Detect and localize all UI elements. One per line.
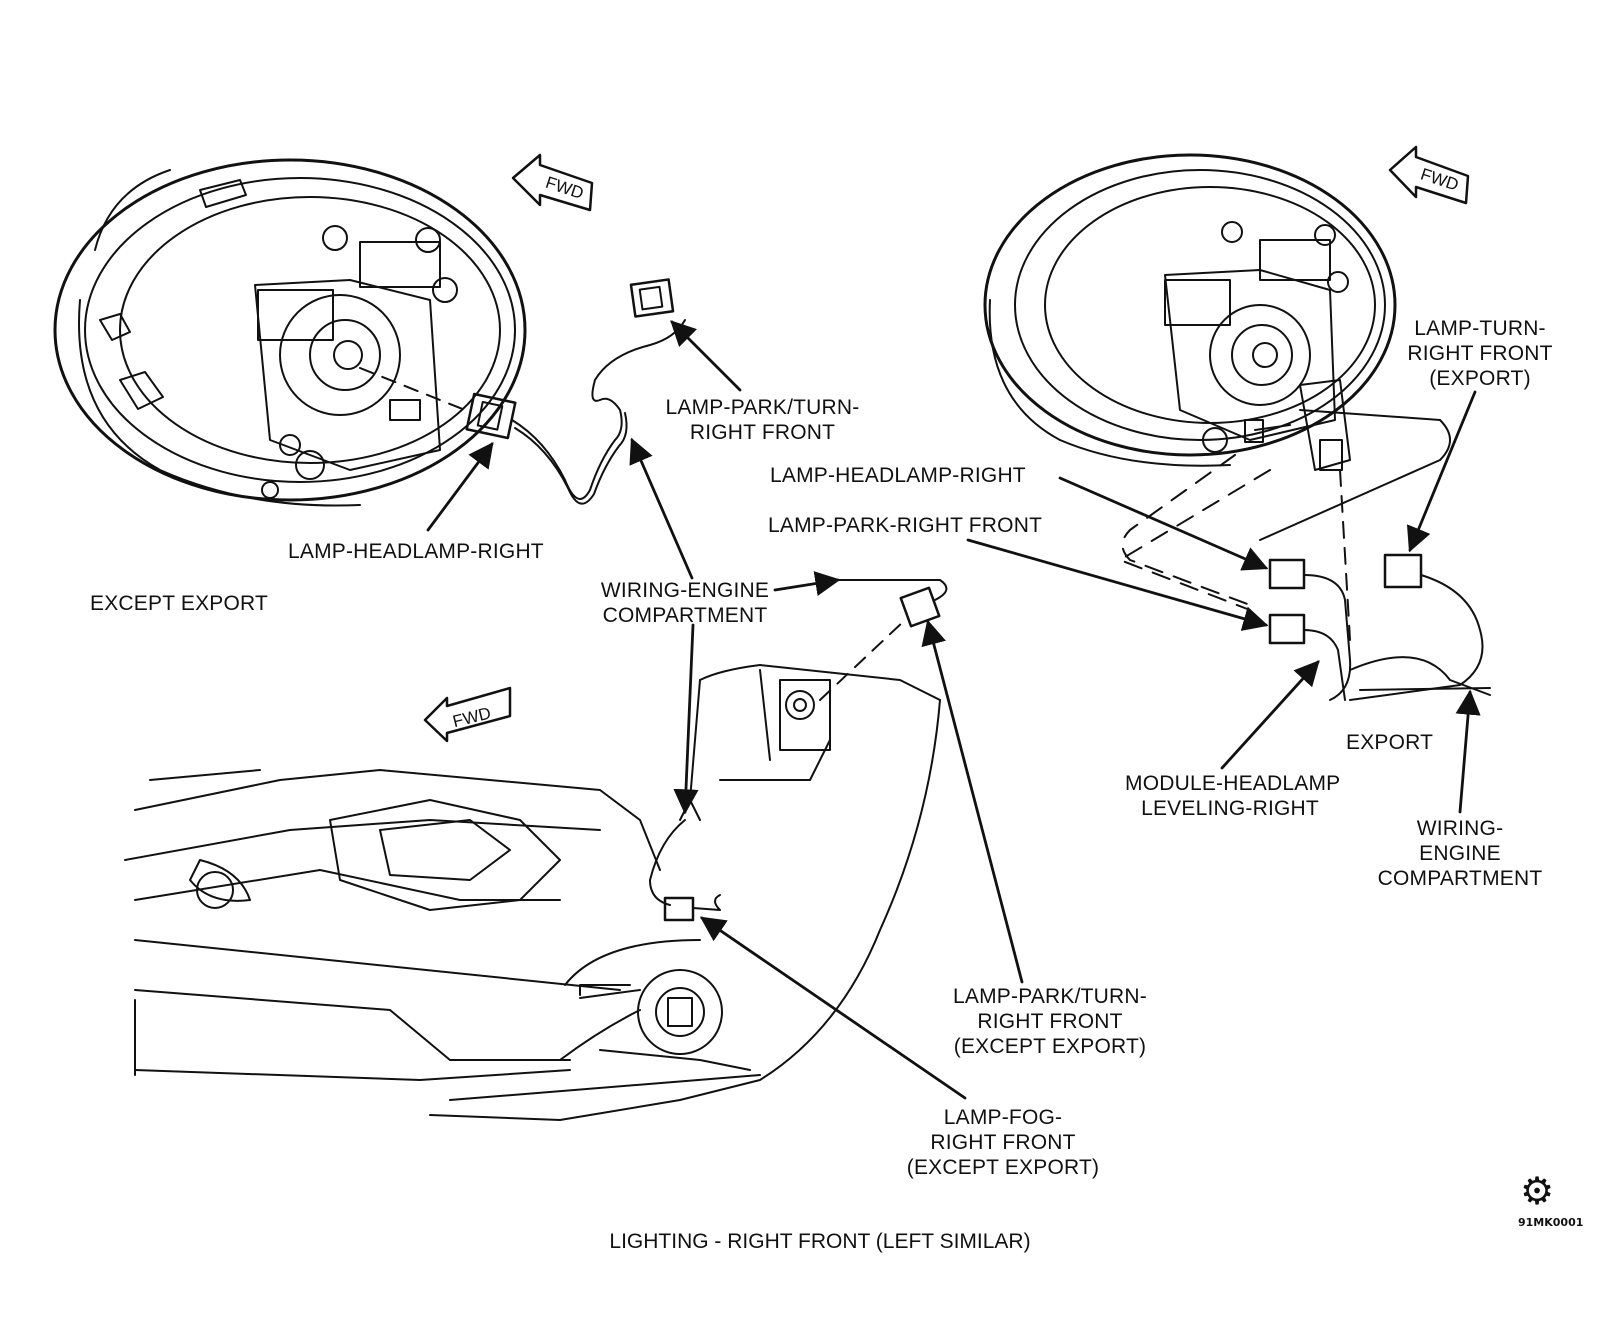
figure-caption: LIGHTING - RIGHT FRONT (LEFT SIMILAR) xyxy=(609,1230,1031,1253)
leader-wiring-center-right xyxy=(773,571,841,596)
label-export: EXPORT xyxy=(1346,731,1434,754)
label-line: (EXPORT) xyxy=(1429,367,1531,390)
leader-fog xyxy=(699,916,967,1100)
label-line: MODULE-HEADLAMP xyxy=(1125,772,1341,795)
label-line: WIRING- xyxy=(1416,817,1504,840)
leader-turn-export xyxy=(1406,390,1477,553)
label-line: LEVELING-RIGHT xyxy=(1141,797,1319,820)
label-line: (EXCEPT EXPORT) xyxy=(953,1035,1147,1058)
fwd-arrow-bottom xyxy=(423,686,512,743)
headlamp-right-harness xyxy=(1119,409,1491,701)
headlamp-left-harness xyxy=(359,278,686,505)
leader-park-turn-top xyxy=(670,320,742,392)
leader-arrows xyxy=(426,320,1481,1100)
label-lamp-park-turn-top: LAMP-PARK/TURN- RIGHT FRONT xyxy=(655,395,870,445)
leader-park-right-front xyxy=(966,538,1269,631)
label-line: ENGINE xyxy=(1419,842,1501,865)
label-line: COMPARTMENT xyxy=(602,604,768,627)
leader-headlamp-left xyxy=(426,441,494,532)
leader-headlamp-right xyxy=(1058,476,1269,571)
leader-wiring-center-down xyxy=(673,623,699,815)
label-line: RIGHT FRONT xyxy=(977,1010,1123,1033)
headlamp-right-drawing xyxy=(983,153,1397,471)
label-lamp-turn-export: LAMP-TURN- RIGHT FRONT (EXPORT) xyxy=(1400,316,1560,391)
label-line: RIGHT FRONT xyxy=(930,1131,1076,1154)
fwd-arrow-top-left xyxy=(511,153,594,212)
leader-module-leveling xyxy=(1220,660,1320,770)
label-lamp-park-right-front: LAMP-PARK-RIGHT FRONT xyxy=(768,514,1043,537)
front-fascia-drawing xyxy=(124,664,941,1121)
label-lamp-park-turn-except-export: LAMP-PARK/TURN- RIGHT FRONT (EXCEPT EXPO… xyxy=(940,984,1160,1059)
leader-wiring-center-up xyxy=(629,437,694,580)
fwd-text-bottom: FWD xyxy=(451,703,493,731)
fascia-harness xyxy=(579,579,948,999)
headlamp-left-drawing xyxy=(53,158,527,507)
label-lamp-headlamp-right-left: LAMP-HEADLAMP-RIGHT xyxy=(288,540,544,563)
service-gear-icon: ⚙ xyxy=(1520,1169,1555,1213)
label-line: WIRING-ENGINE xyxy=(600,579,770,602)
label-lamp-headlamp-right-right: LAMP-HEADLAMP-RIGHT xyxy=(770,464,1026,487)
label-line: LAMP-PARK/TURN- xyxy=(953,985,1147,1008)
label-lamp-fog-except-export: LAMP-FOG- RIGHT FRONT (EXCEPT EXPORT) xyxy=(893,1105,1113,1180)
label-module-headlamp-leveling: MODULE-HEADLAMP LEVELING-RIGHT xyxy=(1125,771,1341,821)
label-wiring-engine-center: WIRING-ENGINE COMPARTMENT xyxy=(590,578,780,628)
figure-id: 91MK0001 xyxy=(1518,1216,1584,1229)
label-line: COMPARTMENT xyxy=(1377,867,1543,890)
label-wiring-engine-right: WIRING- ENGINE COMPARTMENT xyxy=(1365,816,1555,891)
fwd-arrow-top-right xyxy=(1388,145,1470,205)
leader-wiring-right xyxy=(1455,689,1481,814)
label-line: RIGHT FRONT xyxy=(1407,342,1553,365)
label-line: RIGHT FRONT xyxy=(689,421,836,444)
label-line: (EXCEPT EXPORT) xyxy=(906,1156,1100,1179)
label-except-export: EXCEPT EXPORT xyxy=(90,592,269,615)
label-line: LAMP-TURN- xyxy=(1414,317,1546,340)
label-line: LAMP-FOG- xyxy=(943,1106,1063,1129)
label-line: LAMP-PARK/TURN- xyxy=(665,396,860,419)
leader-park-turn-except xyxy=(921,619,1024,984)
